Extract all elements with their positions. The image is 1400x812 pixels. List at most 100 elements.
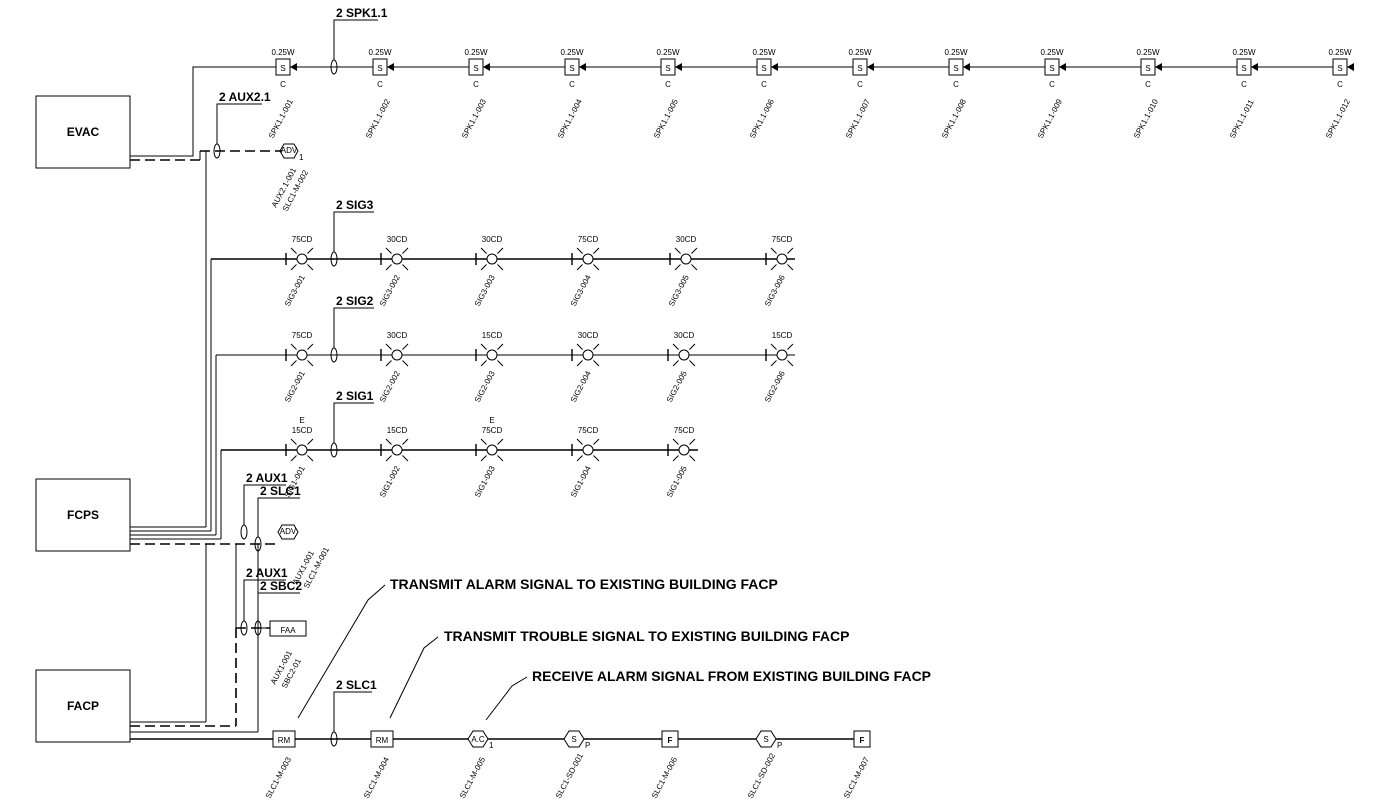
faa-annunciator: FAA AUX1-001 SBC2-01	[269, 620, 307, 690]
strobe-candela: 30CD	[674, 331, 695, 340]
speaker-mark: S	[857, 64, 862, 73]
speaker-mark: S	[569, 64, 574, 73]
speaker-mark: S	[665, 64, 670, 73]
arrow-icon	[1251, 63, 1258, 71]
strobe-candela: 75CD	[674, 426, 695, 435]
slc-device-mark: RM	[376, 736, 389, 745]
arrow-icon	[387, 63, 394, 71]
speaker-id: SPK1.1-010	[1132, 97, 1160, 140]
strobe-device: 75CD SIG1-004	[569, 426, 600, 499]
speaker-id: SPK1.1-008	[940, 97, 968, 140]
circuit-aux1a-label: 2 AUX1	[246, 471, 288, 485]
strobe-candela: 30CD	[676, 235, 697, 244]
strobe-symbol	[391, 444, 403, 456]
arrow-icon	[963, 63, 970, 71]
strobe-device: 30CD SIG2-005	[665, 331, 696, 404]
strobe-symbol	[776, 349, 788, 361]
speaker-mark: S	[953, 64, 958, 73]
strobe-id: SIG3-001	[283, 273, 307, 308]
speaker-symbol	[468, 58, 484, 76]
strobe-candela: 75CD	[292, 235, 313, 244]
speaker-mark: S	[1337, 64, 1342, 73]
speaker-sub: C	[280, 80, 286, 89]
facp-panel-label: FACP	[67, 699, 99, 713]
arrow-icon	[771, 63, 778, 71]
strobe-id: SIG2-003	[473, 369, 497, 404]
strobe-symbol	[582, 444, 594, 456]
slc-device-sub: P	[777, 741, 782, 750]
fcps-panel	[35, 478, 131, 552]
speaker-wattage: 0.25W	[1328, 48, 1352, 57]
speaker-symbol	[660, 58, 676, 76]
slc-device-sub: 1	[489, 741, 494, 750]
speaker-sub: C	[473, 80, 479, 89]
annotations: TRANSMIT ALARM SIGNAL TO EXISTING BUILDI…	[297, 576, 931, 721]
evac-relay-num: 1	[299, 153, 304, 162]
strobe-symbol	[776, 253, 788, 265]
strobe-candela: 75CD	[772, 235, 793, 244]
speaker-id: SPK1.1-009	[1036, 97, 1064, 140]
speaker-sub: C	[569, 80, 575, 89]
strobe-candela: 75CD	[578, 426, 599, 435]
strobe-id: SIG1-005	[665, 464, 689, 499]
speaker-symbol	[372, 58, 388, 76]
flow-switch-symbol	[661, 730, 679, 748]
strobe-id: SIG1-002	[378, 464, 402, 499]
slc-device-id: SLC1-M-007	[842, 755, 871, 800]
slc-device-mark: S	[763, 735, 768, 744]
strobe-id: SIG2-004	[569, 369, 593, 404]
strobe-symbol	[486, 444, 498, 456]
speaker-id: SPK1.1-001	[267, 97, 295, 140]
slc-device-mark: F	[860, 736, 865, 745]
strobe-symbol	[582, 349, 594, 361]
speaker-sub: C	[1049, 80, 1055, 89]
evac-panel	[35, 95, 131, 169]
circuit-aux1b-label: 2 AUX1	[246, 566, 288, 580]
speaker-id: SPK1.1-006	[748, 97, 776, 140]
speaker-symbol	[852, 58, 868, 76]
strobe-candela: 75CD	[482, 426, 503, 435]
slc-device-mark: S	[571, 735, 576, 744]
speaker-symbol	[1140, 58, 1156, 76]
speaker-symbol	[1236, 58, 1252, 76]
circuit-spk-label: 2 SPK1.1	[336, 6, 388, 20]
speaker-wattage: 0.25W	[464, 48, 488, 57]
strobe-id: SIG3-003	[473, 273, 497, 308]
speaker-mark: S	[1049, 64, 1054, 73]
sig1-circuit: 15CDESIG1-00115CDSIG1-00275CDESIG1-00375…	[283, 416, 696, 499]
slc-device: RM SLC1-M-004	[362, 730, 394, 800]
strobe-id: SIG2-005	[665, 369, 689, 404]
arrow-icon	[1155, 63, 1162, 71]
slc-device-id: SLC1-M-004	[362, 755, 391, 800]
speaker-wattage: 0.25W	[944, 48, 968, 57]
circuit-sig2-label: 2 SIG2	[336, 294, 374, 308]
strobe-id: SIG1-004	[569, 464, 593, 499]
hex-device-symbol	[755, 730, 777, 748]
speaker-id: SPK1.1-007	[844, 97, 872, 140]
strobe-id: SIG1-003	[473, 464, 497, 499]
speaker-wattage: 0.25W	[1040, 48, 1064, 57]
speaker-wattage: 0.25W	[271, 48, 295, 57]
strobe-symbol	[296, 349, 308, 361]
relay-module-symbol	[272, 730, 296, 748]
speaker-sub: C	[953, 80, 959, 89]
speaker-wattage: 0.25W	[848, 48, 872, 57]
strobe-candela: 15CD	[482, 331, 503, 340]
strobe-candela: 15CD	[292, 426, 313, 435]
strobe-symbol	[678, 349, 690, 361]
speaker-wattage: 0.25W	[656, 48, 680, 57]
circuit-slc1a-label: 2 SLC1	[260, 484, 301, 498]
strobe-id: SIG3-004	[569, 273, 593, 308]
speaker-sub: C	[377, 80, 383, 89]
